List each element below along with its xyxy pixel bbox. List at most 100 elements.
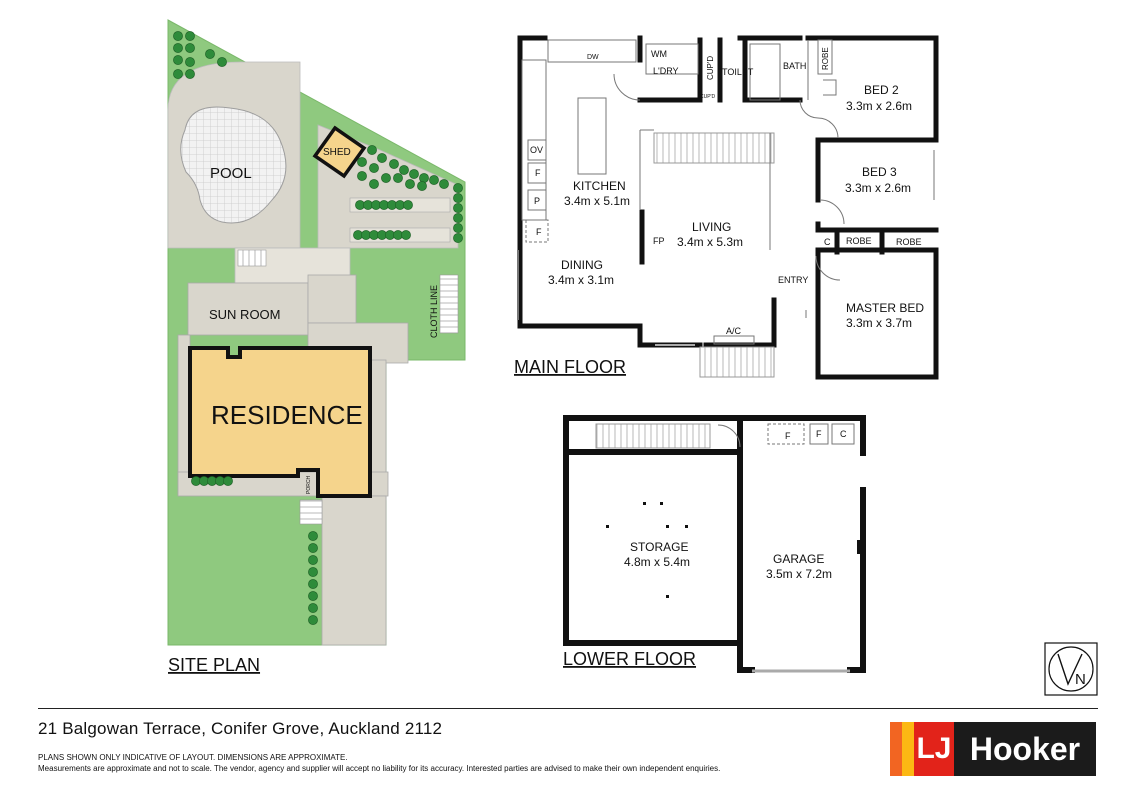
shrub-icon	[429, 175, 439, 185]
cupboard-c-label: C	[824, 237, 831, 247]
fireplace-label: FP	[653, 236, 665, 246]
shrub-icon	[453, 213, 463, 223]
shrub-icon	[223, 476, 233, 486]
shrub-icon	[185, 57, 195, 67]
dining-size: 3.4m x 3.1m	[548, 273, 614, 287]
shrub-icon	[417, 181, 427, 191]
residence-label: RESIDENCE	[211, 400, 363, 430]
disclaimer-layout: PLANS SHOWN ONLY INDICATIVE OF LAYOUT. D…	[38, 753, 348, 762]
storage-piers	[606, 502, 688, 598]
shrub-icon	[381, 173, 391, 183]
compass-north-label: N	[1075, 671, 1086, 688]
shed-label: SHED	[323, 147, 351, 158]
shrub-icon	[405, 179, 415, 189]
kitchen-size: 3.4m x 5.1m	[564, 194, 630, 208]
agency-logo: LJ Hooker	[890, 722, 1096, 776]
wm-label: WM	[651, 49, 667, 59]
disclaimer-liability: Measurements are approximate and not to …	[38, 764, 721, 773]
shrub-icon	[401, 230, 411, 240]
garage-size: 3.5m x 7.2m	[766, 567, 832, 581]
shrub-icon	[185, 31, 195, 41]
shrub-icon	[453, 183, 463, 193]
shrub-icon	[308, 531, 318, 541]
shrub-icon	[308, 555, 318, 565]
shrub-icon	[409, 169, 419, 179]
sun-room-block	[187, 282, 309, 336]
main-floor-title: MAIN FLOOR	[514, 357, 626, 377]
front-steps	[299, 499, 323, 525]
hedges	[173, 31, 463, 625]
shrub-icon	[453, 193, 463, 203]
shrub-icon	[453, 203, 463, 213]
living-name: LIVING	[692, 220, 731, 234]
footer-divider	[38, 708, 1098, 709]
logo-stripe-orange	[890, 722, 902, 776]
dw-label: DW	[587, 54, 599, 61]
garage-name: GARAGE	[773, 552, 824, 566]
shrub-icon	[389, 159, 399, 169]
bed2-name: BED 2	[864, 83, 899, 97]
shrub-icon	[308, 543, 318, 553]
shrub-icon	[439, 179, 449, 189]
master-bed-name: MASTER BED	[846, 301, 924, 315]
shrub-icon	[205, 49, 215, 59]
shed	[312, 125, 367, 179]
shrub-icon	[399, 165, 409, 175]
laundry-label: L'DRY	[653, 66, 679, 76]
entry-label: ENTRY	[778, 275, 808, 285]
shrub-icon	[369, 163, 379, 173]
master-bed-size: 3.3m x 3.7m	[846, 316, 912, 330]
lower-cupboard-label: C	[840, 429, 847, 439]
shrub-icon	[393, 173, 403, 183]
pool	[180, 106, 287, 224]
fridge-label-1: F	[535, 168, 541, 178]
site-plan	[167, 19, 466, 646]
bed3-size: 3.3m x 2.6m	[845, 181, 911, 195]
cloth-line	[439, 274, 459, 334]
robe-label-1: ROBE	[846, 236, 872, 246]
shrub-icon	[403, 200, 413, 210]
driveway	[321, 495, 387, 646]
shrub-icon	[173, 55, 183, 65]
shrub-icon	[357, 171, 367, 181]
shrub-icon	[173, 43, 183, 53]
shrub-icon	[367, 145, 377, 155]
sun-room-label: SUN ROOM	[209, 307, 281, 322]
cupboard-label: CUP'D	[706, 56, 715, 80]
living-size: 3.4m x 5.3m	[677, 235, 743, 249]
deck-block	[307, 274, 357, 324]
shrub-icon	[308, 615, 318, 625]
shrub-icon	[185, 43, 195, 53]
residence-outline	[188, 346, 372, 498]
robe-bed2-label: ROBE	[821, 47, 830, 70]
cupboard-label-2: CUP'D	[700, 94, 716, 100]
shrub-icon	[173, 69, 183, 79]
ac-label: A/C	[726, 326, 742, 336]
oven-label: OV	[530, 145, 543, 155]
shrub-icon	[369, 179, 379, 189]
shrub-icon	[377, 153, 387, 163]
logo-stripe-yellow	[902, 722, 914, 776]
porch-label: PORCH	[306, 476, 312, 494]
pantry-label: P	[534, 196, 540, 206]
shrub-icon	[357, 157, 367, 167]
main-floor-plan	[517, 35, 939, 380]
shrub-icon	[217, 57, 227, 67]
shrub-icon	[308, 579, 318, 589]
shrub-icon	[419, 173, 429, 183]
shrub-icon	[453, 223, 463, 233]
shrub-icon	[308, 591, 318, 601]
robe-label-2: ROBE	[896, 237, 922, 247]
property-address: 21 Balgowan Terrace, Conifer Grove, Auck…	[38, 719, 443, 738]
bed2-size: 3.3m x 2.6m	[846, 99, 912, 113]
compass-icon	[1044, 642, 1098, 696]
shrub-icon	[453, 233, 463, 243]
dining-name: DINING	[561, 258, 603, 272]
shrub-icon	[185, 69, 195, 79]
shrub-icon	[308, 567, 318, 577]
storage-name: STORAGE	[630, 540, 688, 554]
logo-lj: LJ	[914, 722, 954, 776]
lower-fridge-label-2: F	[816, 429, 822, 439]
shrub-icon	[173, 31, 183, 41]
